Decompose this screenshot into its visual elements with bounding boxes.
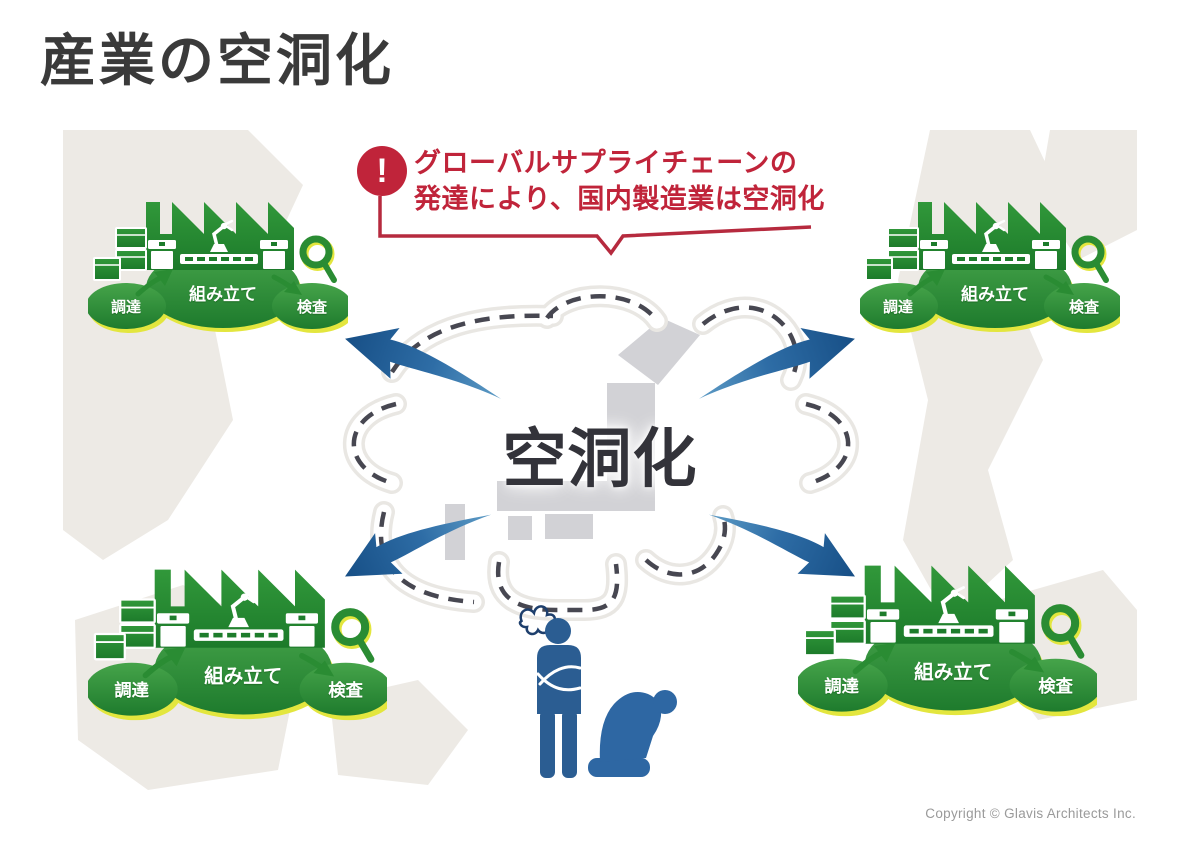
factory-cluster-bottom-left: 組み立て 調達 検査: [88, 542, 387, 720]
copyright-note: Copyright © Glavis Architects Inc.: [925, 806, 1136, 821]
assembly-label: 組み立て: [914, 661, 993, 683]
exclamation-icon: !: [357, 146, 407, 196]
inspection-label: 検査: [1038, 677, 1073, 697]
inspection-label: 検査: [1068, 299, 1099, 316]
hollowing-center-label: 空洞化: [502, 423, 698, 495]
assembly-label: 組み立て: [204, 665, 283, 687]
page-title: 産業の空洞化: [40, 29, 394, 92]
factory-cluster-bottom-right: 組み立て 調達 検査: [798, 538, 1097, 716]
standing-person-icon: [537, 618, 581, 778]
procurement-label: 調達: [824, 677, 859, 697]
procurement-label: 調達: [882, 299, 913, 316]
procurement-label: 調達: [110, 299, 141, 316]
inspection-label: 検査: [296, 299, 327, 316]
procurement-label: 調達: [114, 681, 149, 701]
inspection-label: 検査: [328, 681, 363, 701]
callout-line1: グローバルサプライチェーンの: [414, 148, 798, 178]
crossed-arms-lines: [536, 665, 582, 692]
assembly-label: 組み立て: [961, 285, 1029, 304]
callout-text: グローバルサプライチェーンの 発達により、国内製造業は空洞化: [414, 145, 825, 217]
callout-line2: 発達により、国内製造業は空洞化: [414, 184, 825, 214]
bowing-person-icon: [588, 690, 677, 777]
factory-cluster-top-left: 組み立て 調達 検査: [88, 178, 348, 333]
assembly-label: 組み立て: [189, 285, 257, 304]
factory-cluster-top-right: 組み立て 調達 検査: [860, 178, 1120, 333]
